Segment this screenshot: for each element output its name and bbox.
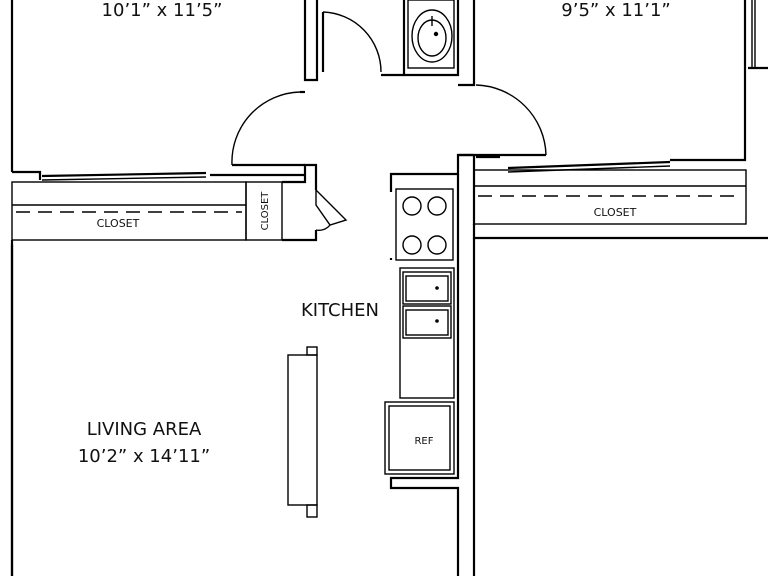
kitchen-walls — [389, 153, 474, 576]
right-closet: CLOSET — [472, 0, 747, 225]
stove — [395, 188, 454, 261]
hall-walls — [303, 0, 476, 87]
ref-label: REF — [414, 436, 433, 447]
kitchen-label: KITCHEN — [301, 300, 379, 321]
living-area-dims: 10’2” x 14’11” — [78, 446, 210, 467]
hall-closet: CLOSET — [245, 163, 348, 242]
refrigerator: REF — [384, 401, 455, 475]
kitchen-counter — [399, 267, 455, 399]
bedroom-left-dims: 10’1” x 11’5” — [102, 0, 223, 21]
closet-label-hall: CLOSET — [260, 191, 271, 231]
bathroom-door — [321, 11, 382, 73]
lower-right-walls — [472, 224, 768, 576]
living-area-label: LIVING AREA — [87, 419, 202, 440]
left-bedroom-door — [231, 90, 305, 167]
living-room-unit — [287, 346, 318, 518]
bathroom-sink — [407, 0, 455, 69]
right-bedroom-door — [458, 84, 547, 157]
closet-label-right: CLOSET — [594, 206, 637, 219]
closet-label-left: CLOSET — [97, 217, 140, 230]
bedroom-right-dims: 9’5” x 11’1” — [561, 0, 670, 21]
right-exterior-wall — [748, 0, 768, 70]
